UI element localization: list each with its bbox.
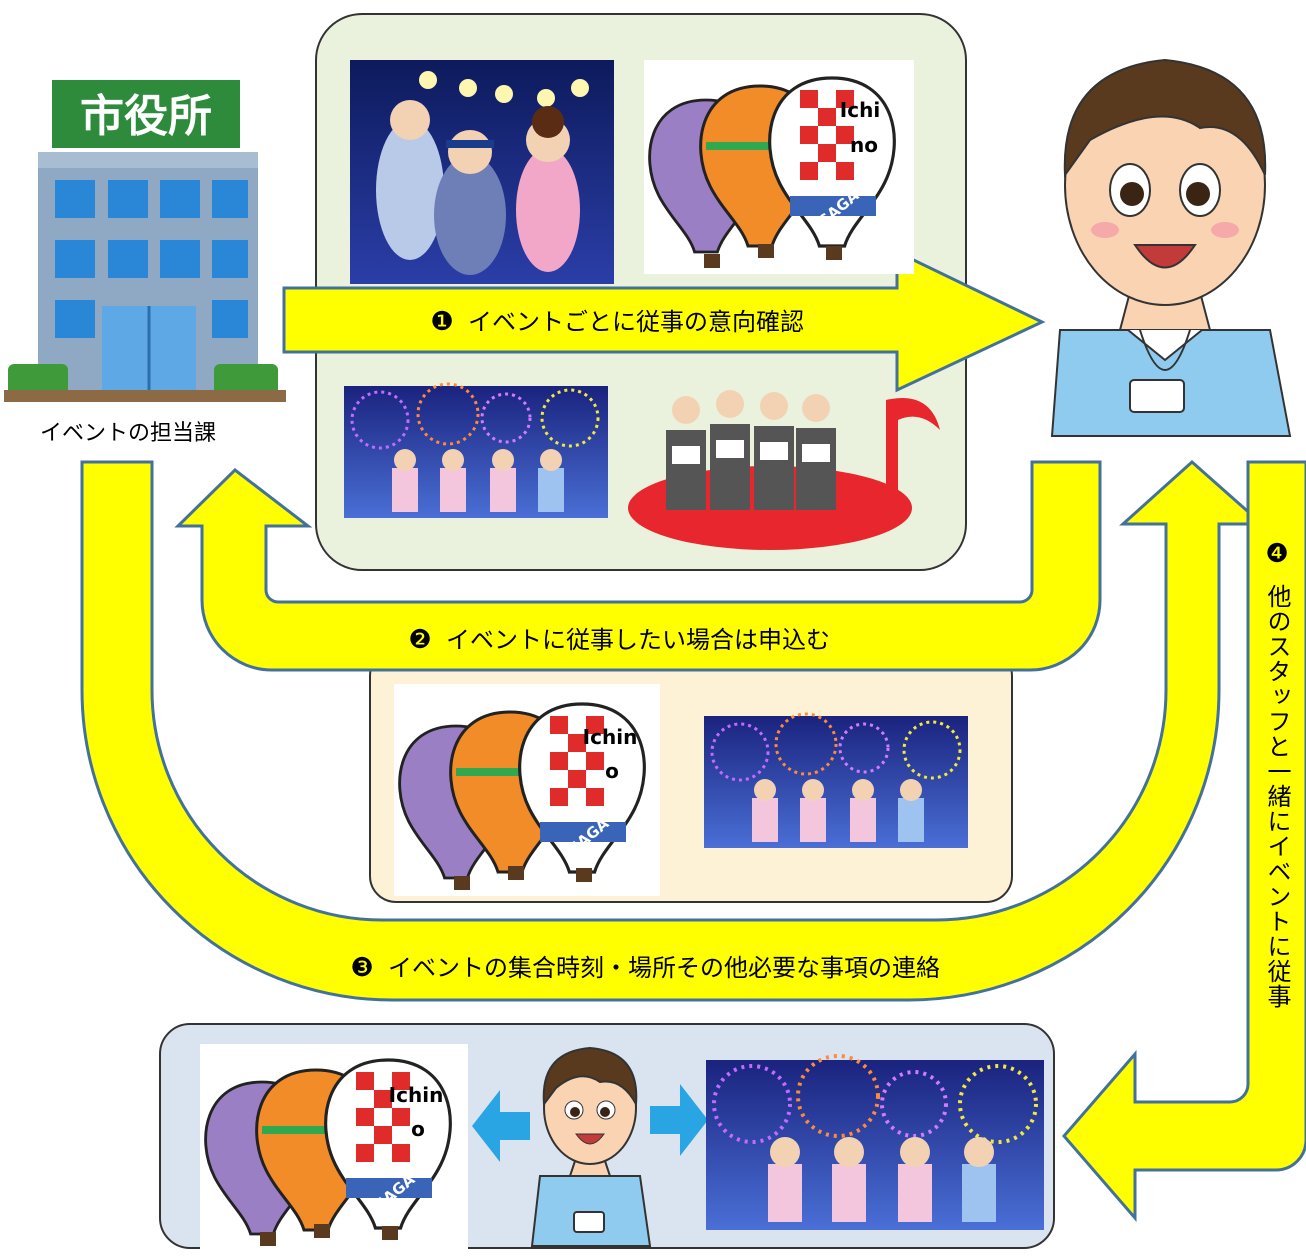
step1-number: ❶ bbox=[430, 307, 453, 337]
city-hall-sign: 市役所 bbox=[80, 91, 212, 142]
fireworks-kids-top-icon bbox=[344, 382, 608, 518]
blue-arrow-left bbox=[472, 1090, 530, 1162]
balloon-label-bottom-1: Ichin bbox=[389, 1083, 444, 1107]
arrow-step2 bbox=[174, 460, 1102, 672]
step2-number: ❷ bbox=[408, 625, 431, 655]
balloon-label-top-2: no bbox=[850, 133, 878, 157]
city-hall-building-icon bbox=[4, 80, 286, 402]
step1-label: イベントごとに従事の意向確認 bbox=[468, 308, 804, 336]
balloon-label-bottom-2: o bbox=[411, 1117, 425, 1141]
step3-number: ❸ bbox=[350, 953, 373, 983]
step2-label: イベントに従事したい場合は申込む bbox=[446, 626, 830, 654]
blue-arrow-right bbox=[650, 1084, 708, 1156]
fireworks-kids-middle-icon bbox=[704, 712, 968, 848]
choir-icon bbox=[628, 390, 940, 550]
arrow-step4 bbox=[1062, 460, 1306, 1223]
hot-air-balloons-middle-icon bbox=[394, 684, 660, 896]
staff-person-icon bbox=[1050, 58, 1292, 437]
arrow-step3 bbox=[80, 459, 1266, 1002]
balloon-label-middle-2: o bbox=[605, 759, 619, 783]
fireworks-kids-bottom-icon bbox=[706, 1054, 1044, 1230]
arrow-step1 bbox=[282, 249, 1046, 393]
bon-odori-dancers-icon bbox=[350, 60, 614, 284]
step3-label: イベントの集合時刻・場所その他必要な事項の連絡 bbox=[388, 954, 940, 982]
step4-label: 他のスタッフと一緒にイベントに従事 bbox=[1263, 584, 1291, 1009]
hot-air-balloons-top-icon bbox=[644, 60, 914, 274]
step4-number: ❹ bbox=[1265, 539, 1288, 569]
hot-air-balloons-bottom-icon bbox=[200, 1044, 468, 1250]
balloon-label-top-1: Ichi bbox=[840, 98, 880, 122]
balloon-label-middle-1: Ichin bbox=[583, 725, 638, 749]
office-caption: イベントの担当課 bbox=[40, 421, 216, 446]
staff-person-small-icon bbox=[530, 1046, 652, 1247]
